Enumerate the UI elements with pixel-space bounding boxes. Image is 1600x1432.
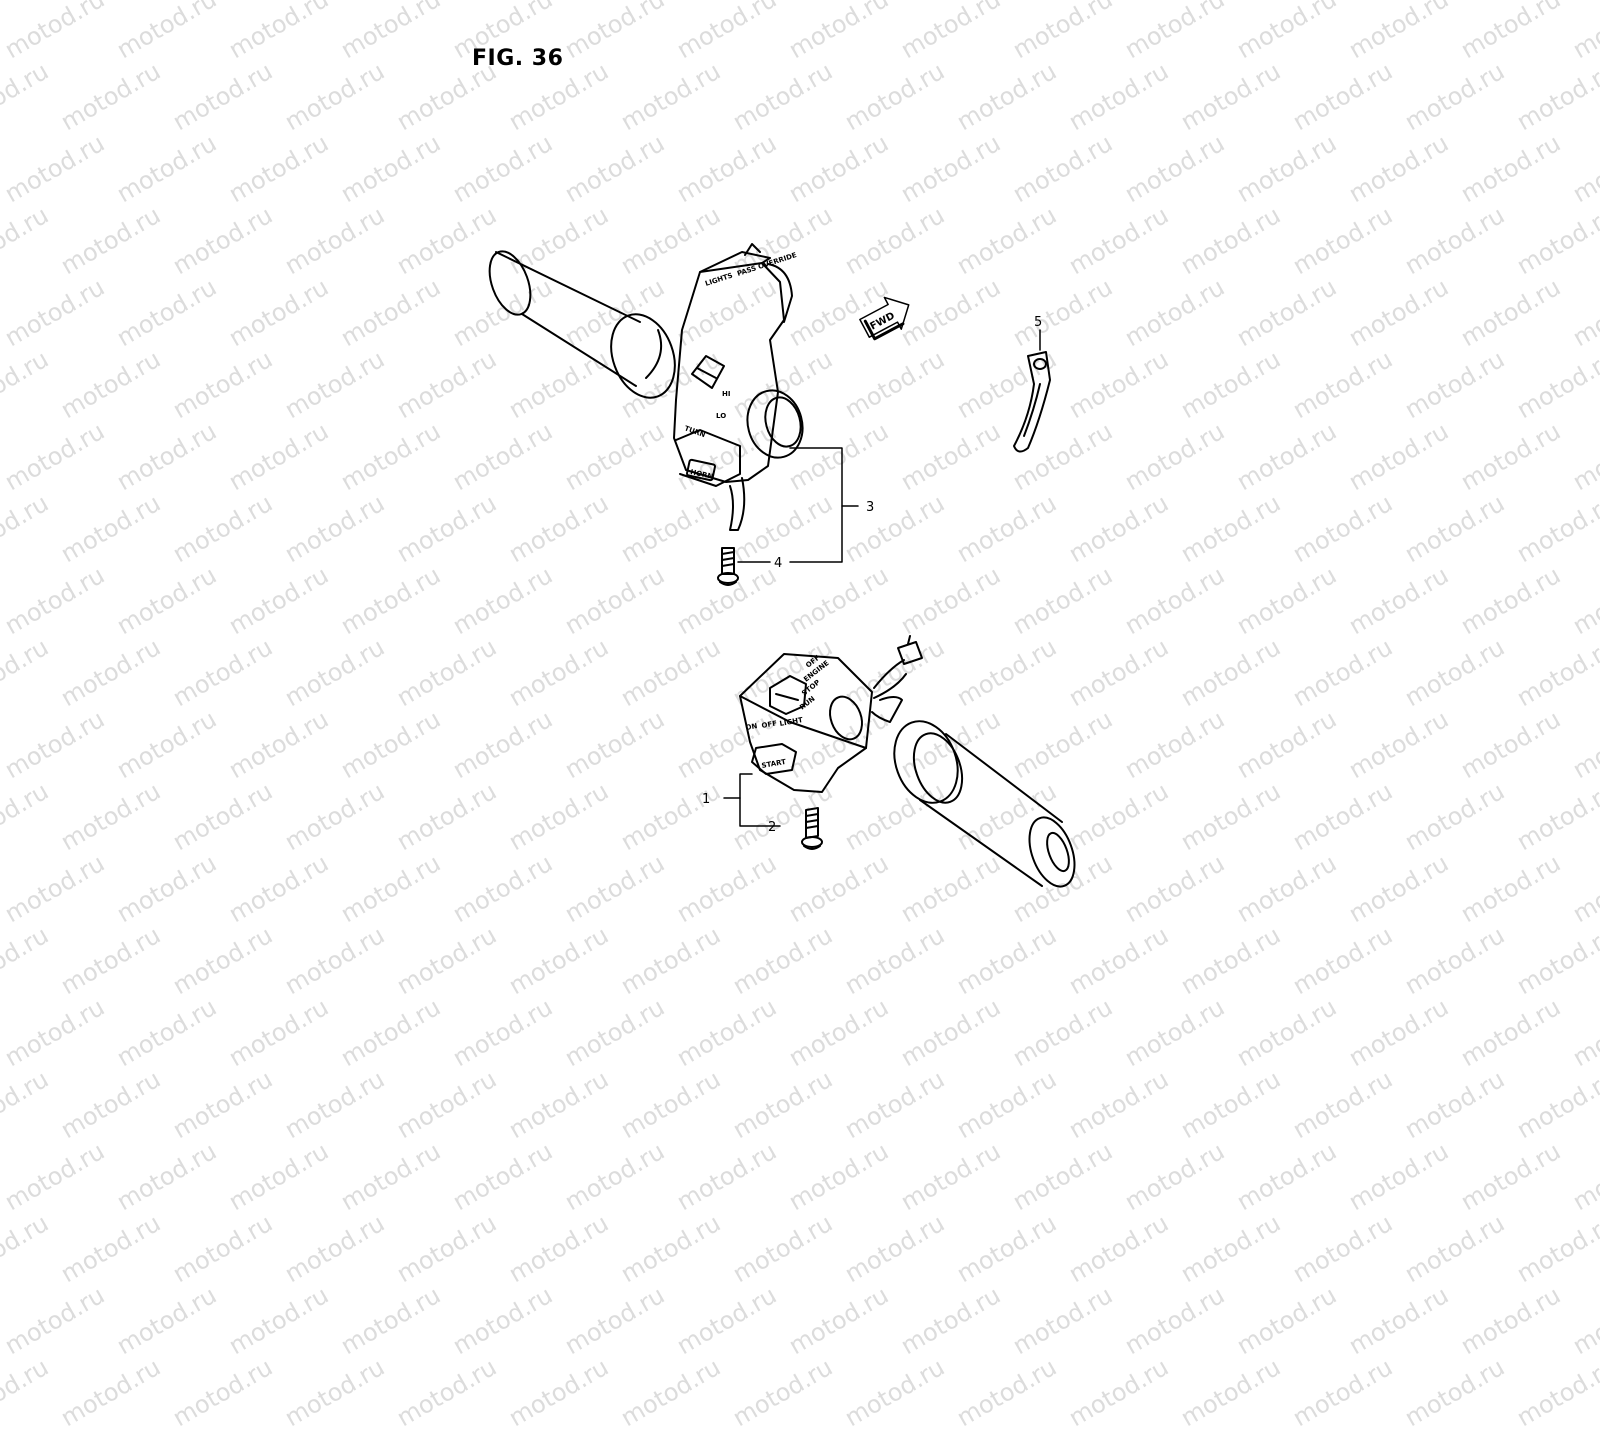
label-lights: LIGHTS [704,271,734,287]
watermark-text: motod.ru [784,1280,894,1361]
watermark-text: motod.ru [560,1280,670,1361]
label-run: RUN [798,695,816,712]
watermark-text: motod.ru [1512,1208,1600,1289]
watermark-text: motod.ru [1064,1208,1174,1289]
clamp-part-5 [1013,351,1051,453]
figure-title: FIG. 36 [472,46,564,71]
watermark-text: motod.ru [896,1280,1006,1361]
screw-part-2 [801,807,823,850]
watermark-text: motod.ru [840,1352,950,1432]
watermark-text: motod.ru [728,1352,838,1432]
watermark-text: motod.ru [1344,1280,1454,1361]
label-start: START [761,758,787,770]
watermark-text: motod.ru [1400,1208,1510,1289]
watermark-text: motod.ru [616,1352,726,1432]
watermark-text: motod.ru [1512,1352,1600,1432]
label-light: LIGHT [779,716,804,728]
label-off2: OFF [761,719,778,730]
watermark-text: motod.ru [1064,1352,1174,1432]
watermark-text: motod.ru [224,1280,334,1361]
right-grip [893,720,1076,888]
watermark-text: motod.ru [1568,1280,1600,1361]
label-on: ON [745,722,758,732]
watermark-text: motod.ru [336,1280,446,1361]
watermark-text: motod.ru [168,1352,278,1432]
screw-part-4 [717,547,739,586]
watermark-text: motod.ru [0,1352,54,1432]
label-turn: TURN [683,424,706,439]
callout-1: 1 [702,792,710,807]
label-hi: HI [722,390,730,398]
watermark-text: motod.ru [1176,1352,1286,1432]
watermark-text: motod.ru [840,1208,950,1289]
watermark-text: motod.ru [56,1352,166,1432]
watermark-text: motod.ru [0,1208,54,1289]
callout-4: 4 [774,556,782,571]
watermark-text: motod.ru [1400,1352,1510,1432]
left-handlebar-switch: LIGHTS PASS OVERRIDE HI LO TURN HORN [673,243,804,531]
watermark-text: motod.ru [280,1208,390,1289]
watermark-text: motod.ru [56,1208,166,1289]
watermark-text: motod.ru [0,1280,110,1361]
watermark-text: motod.ru [728,1208,838,1289]
watermark-text: motod.ru [1008,1280,1118,1361]
callout-5: 5 [1034,315,1042,330]
callout-3: 3 [866,500,874,515]
watermark-text: motod.ru [672,1280,782,1361]
watermark-text: motod.ru [280,1352,390,1432]
fwd-arrow-icon: FWD [859,296,910,341]
watermark-text: motod.ru [1456,1280,1566,1361]
watermark-text: motod.ru [112,1280,222,1361]
callout-2: 2 [768,820,776,835]
watermark-text: motod.ru [1176,1208,1286,1289]
watermark-text: motod.ru [168,1208,278,1289]
watermark-text: motod.ru [952,1208,1062,1289]
watermark-text: motod.ru [616,1208,726,1289]
label-lo: LO [716,412,726,420]
callout-1-leader [723,773,781,827]
watermark-text: motod.ru [504,1208,614,1289]
watermark-text: motod.ru [1288,1208,1398,1289]
callout-3-leader [789,447,859,563]
watermark-text: motod.ru [448,1280,558,1361]
watermark-text: motod.ru [504,1352,614,1432]
right-handlebar-switch: OFF ENGINE STOP RUN ON OFF LIGHT START [739,635,923,793]
watermark-text: motod.ru [1288,1352,1398,1432]
watermark-text: motod.ru [1120,1280,1230,1361]
parts-diagram: LIGHTS PASS OVERRIDE HI LO TURN HORN 3 4… [488,243,1076,888]
watermark-text: motod.ru [392,1208,502,1289]
watermark-text: motod.ru [1232,1280,1342,1361]
watermark-text: motod.ru [952,1352,1062,1432]
left-grip [488,250,676,399]
watermark-text: motod.ru [392,1352,502,1432]
